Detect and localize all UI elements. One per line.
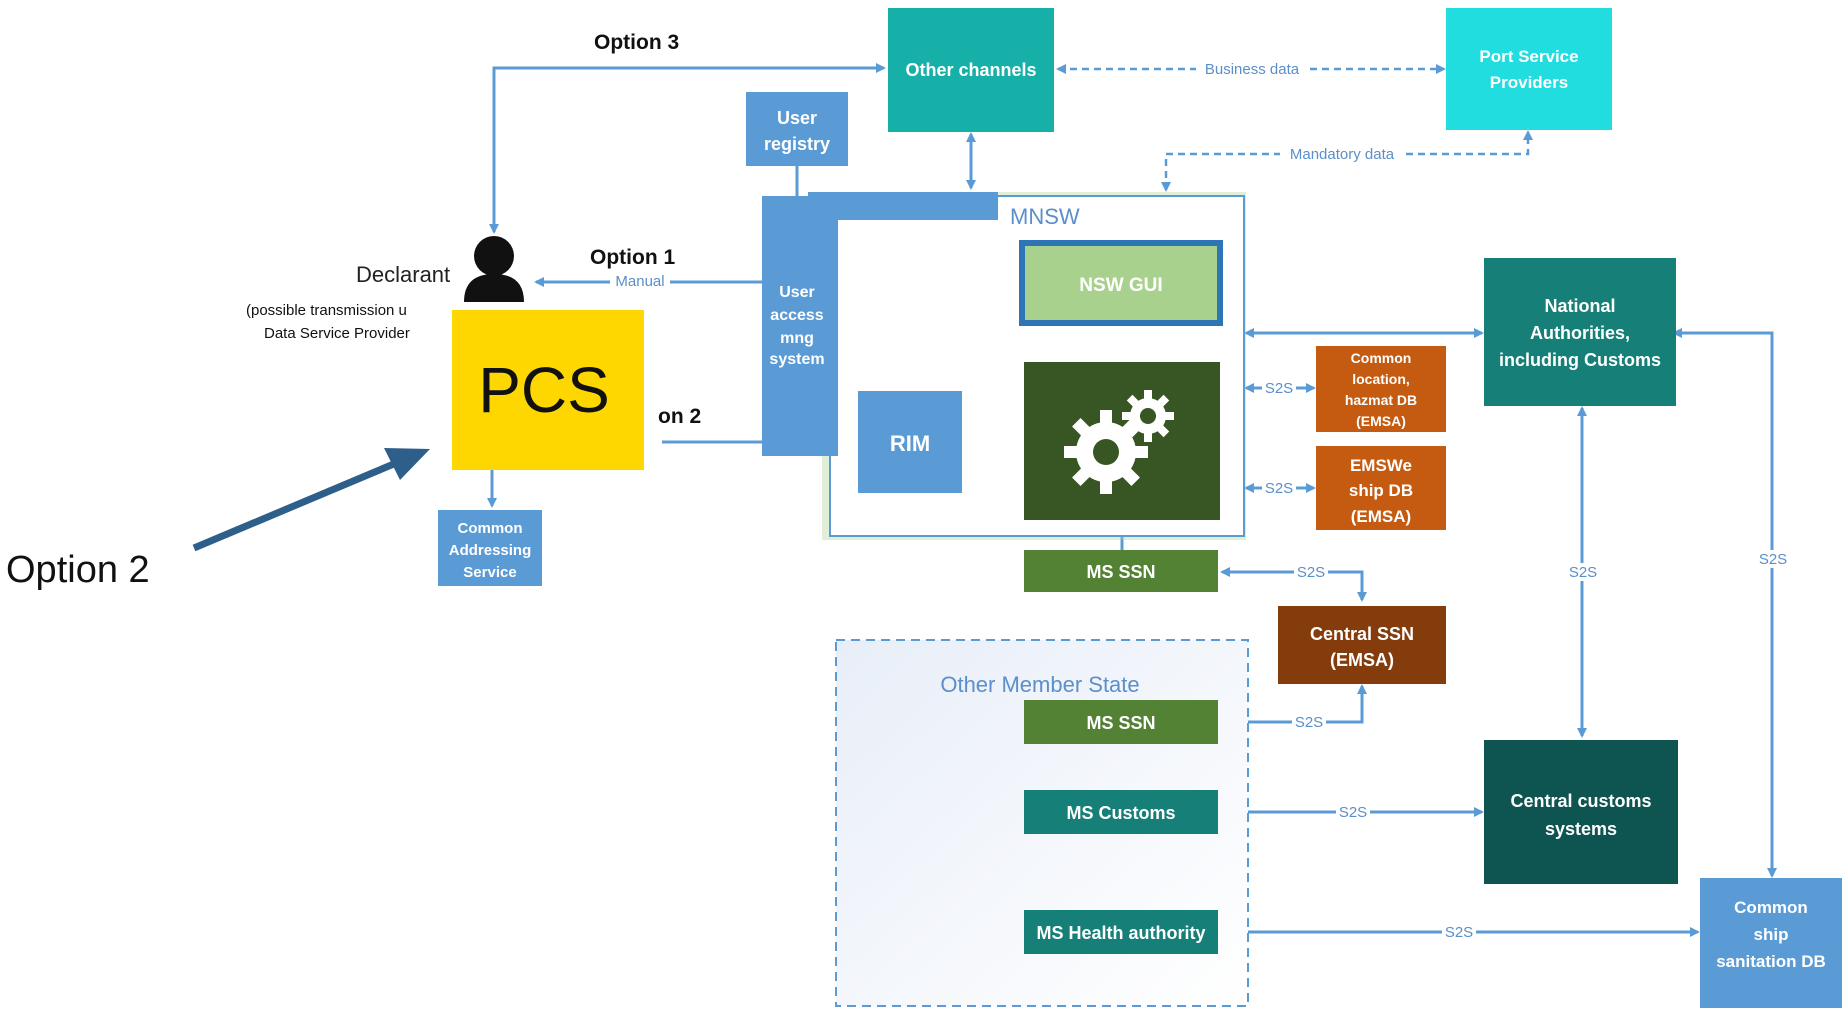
- svg-text:Authorities,: Authorities,: [1530, 323, 1630, 343]
- svg-text:ship: ship: [1754, 925, 1789, 944]
- ms-health-authority-node[interactable]: MS Health authority: [1024, 910, 1218, 954]
- svg-text:system: system: [769, 351, 824, 368]
- declarant-label: Declarant: [356, 262, 450, 287]
- oms-ssn-to-centralssn-connector: [1220, 684, 1367, 727]
- svg-text:Common: Common: [1351, 350, 1412, 366]
- common-addressing-node[interactable]: Common Addressing Service: [438, 510, 542, 586]
- ms-customs-node[interactable]: MS Customs: [1024, 790, 1218, 834]
- svg-text:S2S: S2S: [1445, 924, 1473, 941]
- svg-text:S2S: S2S: [1297, 564, 1325, 581]
- option2-callout-arrowhead: [384, 448, 430, 480]
- svg-text:Service: Service: [463, 564, 516, 581]
- connector-label-s2s: S2S: [1336, 803, 1370, 821]
- svg-text:User: User: [779, 284, 815, 301]
- svg-text:MS SSN: MS SSN: [1086, 713, 1155, 733]
- svg-text:Port Service: Port Service: [1479, 47, 1578, 66]
- svg-text:Central customs: Central customs: [1510, 791, 1651, 811]
- option1-heading: Option 1: [590, 246, 675, 269]
- ms-ssn-node[interactable]: MS SSN: [1024, 550, 1218, 592]
- emswe-ship-db-node[interactable]: EMSWe ship DB (EMSA): [1316, 446, 1446, 530]
- option3-heading: Option 3: [594, 31, 679, 54]
- svg-text:access: access: [770, 307, 823, 324]
- engine-node[interactable]: [1024, 362, 1220, 520]
- svg-text:(EMSA): (EMSA): [1351, 507, 1411, 526]
- svg-text:including Customs: including Customs: [1499, 350, 1661, 370]
- pcs-box[interactable]: PCS: [452, 310, 644, 470]
- svg-text:Business data: Business data: [1205, 61, 1300, 78]
- svg-text:mng: mng: [780, 330, 814, 347]
- option2-callout-label: Option 2: [6, 549, 150, 591]
- svg-text:MS SSN: MS SSN: [1086, 562, 1155, 582]
- svg-text:Common: Common: [1734, 898, 1808, 917]
- svg-text:Central SSN: Central SSN: [1310, 624, 1414, 644]
- connector-label-s2s: S2S: [1294, 563, 1328, 581]
- connector-label-business-data: Business data: [1196, 59, 1308, 79]
- declarant-note-line2: Data Service Provider: [264, 325, 410, 342]
- common-location-db-node[interactable]: Common location, hazmat DB (EMSA): [1316, 346, 1446, 432]
- central-customs-node[interactable]: Central customs systems: [1484, 740, 1678, 884]
- pcs-label: PCS: [478, 354, 610, 426]
- svg-text:MS Customs: MS Customs: [1066, 803, 1175, 823]
- other-member-state-title: Other Member State: [940, 672, 1139, 697]
- svg-text:Providers: Providers: [1490, 73, 1568, 92]
- svg-text:Addressing: Addressing: [449, 542, 532, 559]
- declarant-note-line1: (possible transmission u: [246, 302, 407, 319]
- svg-text:S2S: S2S: [1759, 551, 1787, 568]
- svg-text:Common: Common: [458, 520, 523, 537]
- svg-text:(EMSA): (EMSA): [1330, 650, 1394, 670]
- svg-text:MS Health authority: MS Health authority: [1036, 923, 1205, 943]
- svg-text:(EMSA): (EMSA): [1356, 413, 1406, 429]
- svg-text:S2S: S2S: [1339, 804, 1367, 821]
- connector-label-s2s: S2S: [1566, 563, 1600, 581]
- rim-node[interactable]: RIM: [858, 391, 962, 493]
- mnsw-title: MNSW: [1010, 204, 1080, 229]
- central-ssn-node[interactable]: Central SSN (EMSA): [1278, 606, 1446, 684]
- user-access-panel: [762, 196, 838, 456]
- msssn-to-centralssn-connector: [1220, 567, 1367, 602]
- other-channels-node[interactable]: Other channels: [888, 8, 1054, 132]
- svg-text:RIM: RIM: [890, 431, 930, 456]
- svg-text:S2S: S2S: [1265, 480, 1293, 497]
- svg-text:Mandatory data: Mandatory data: [1290, 146, 1395, 163]
- connector-label-manual: Manual: [610, 272, 670, 290]
- option3-connector: [489, 63, 886, 234]
- svg-text:Manual: Manual: [615, 273, 664, 290]
- svg-text:National: National: [1544, 296, 1615, 316]
- declarant-icon: [464, 236, 524, 302]
- svg-text:ship DB: ship DB: [1349, 481, 1413, 500]
- svg-text:S2S: S2S: [1265, 380, 1293, 397]
- svg-text:EMSWe: EMSWe: [1350, 456, 1412, 475]
- connector-label-s2s: S2S: [1262, 479, 1296, 497]
- svg-text:hazmat DB: hazmat DB: [1345, 392, 1417, 408]
- nsw-gui-node[interactable]: NSW GUI: [1019, 240, 1223, 326]
- port-service-providers-node[interactable]: Port Service Providers: [1446, 8, 1612, 130]
- svg-text:registry: registry: [764, 134, 830, 154]
- connector-label-s2s: S2S: [1756, 550, 1790, 568]
- svg-text:systems: systems: [1545, 819, 1617, 839]
- connector-label-s2s: S2S: [1292, 713, 1326, 731]
- svg-text:sanitation DB: sanitation DB: [1716, 952, 1826, 971]
- svg-text:Other channels: Other channels: [905, 60, 1036, 80]
- svg-text:location,: location,: [1352, 371, 1410, 387]
- svg-text:S2S: S2S: [1295, 714, 1323, 731]
- connector-label-mandatory-data: Mandatory data: [1280, 144, 1404, 164]
- svg-text:NSW GUI: NSW GUI: [1079, 275, 1162, 296]
- user-access-label: User access mng system: [769, 284, 824, 368]
- option2-callout-arrow: [192, 454, 410, 552]
- svg-text:S2S: S2S: [1569, 564, 1597, 581]
- national-to-ship-connector: [1672, 328, 1777, 878]
- option2-heading: on 2: [658, 405, 701, 428]
- svg-text:User: User: [777, 108, 817, 128]
- user-registry-node[interactable]: User registry: [746, 92, 848, 166]
- national-authorities-node[interactable]: National Authorities, including Customs: [1484, 258, 1676, 406]
- connector-label-s2s: S2S: [1262, 379, 1296, 397]
- common-ship-sanitation-node[interactable]: Common ship sanitation DB: [1700, 878, 1842, 1008]
- other-ms-ssn-node[interactable]: MS SSN: [1024, 700, 1218, 744]
- connector-label-s2s: S2S: [1442, 923, 1476, 941]
- gears-icon: [1064, 390, 1174, 494]
